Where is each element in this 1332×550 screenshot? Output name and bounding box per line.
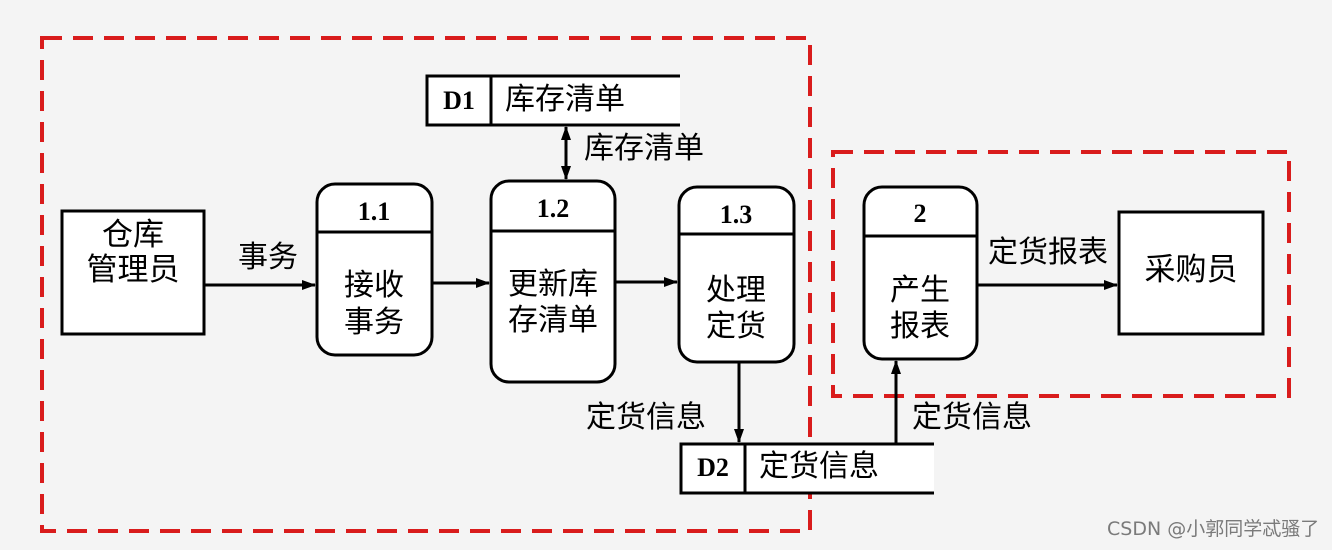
data-store-d2-label: 定货信息 xyxy=(759,449,879,484)
data-store-d1 xyxy=(425,74,680,127)
purchaser-entity xyxy=(1117,210,1265,336)
process-1-2-id: 1.2 xyxy=(536,194,570,223)
process-1-1 xyxy=(315,182,434,357)
flow-order-info-in-label: 定货信息 xyxy=(912,400,1032,435)
flow-order-report-label: 定货报表 xyxy=(988,235,1108,270)
process-2 xyxy=(862,185,979,361)
purchaser-label: 采购员 xyxy=(1144,252,1238,288)
warehouse-manager-entity xyxy=(60,209,206,336)
process-1-3-id: 1.3 xyxy=(719,200,753,229)
data-store-d1-id: D1 xyxy=(443,86,475,115)
data-store-d1-label: 库存清单 xyxy=(505,82,625,117)
process-1-1-label-line2: 事务 xyxy=(344,305,404,340)
data-store-d2-id: D2 xyxy=(697,453,729,482)
process-2-label-line1: 产生 xyxy=(890,273,950,308)
watermark: CSDN @小郭同学忒骚了 xyxy=(1107,518,1320,540)
warehouse-manager-label-line1: 仓库 xyxy=(102,217,164,253)
process-1-1-label-line1: 接收 xyxy=(344,268,404,303)
flow-order-info-out-label: 定货信息 xyxy=(586,400,706,435)
flow-transaction-label: 事务 xyxy=(238,240,298,275)
process-1-3-label-line2: 定货 xyxy=(706,309,766,344)
process-1-1-id: 1.1 xyxy=(357,197,391,226)
process-2-label-line2: 报表 xyxy=(890,309,950,344)
data-store-d2 xyxy=(679,442,934,495)
process-1-3 xyxy=(677,185,796,364)
flow-inventory-list-label: 库存清单 xyxy=(584,131,704,166)
process-1-3-label-line1: 处理 xyxy=(706,273,766,308)
process-2-id: 2 xyxy=(913,199,927,228)
warehouse-manager-label-line2: 管理员 xyxy=(86,252,180,288)
process-1-2-label-line2: 存清单 xyxy=(508,303,598,338)
process-1-2-label-line1: 更新库 xyxy=(508,267,598,302)
subsystem-2-boundary xyxy=(831,150,1291,398)
subsystem-1-boundary xyxy=(40,36,812,533)
